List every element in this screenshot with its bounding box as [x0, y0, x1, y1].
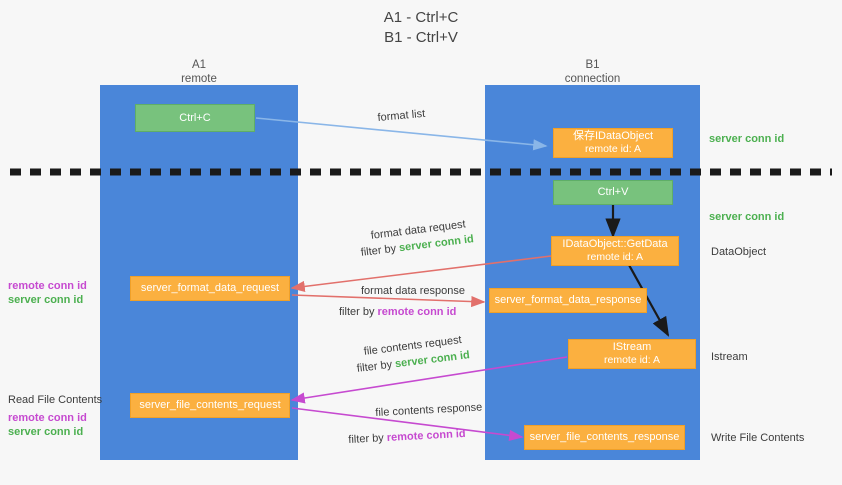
caption-format-data-response: format data response [361, 284, 465, 298]
caption-file-contents-response-filter-pre: filter by [348, 431, 388, 446]
node-ctrl-v[interactable]: Ctrl+V [553, 180, 673, 205]
caption-file-contents-response-filter: filter by remote conn id [348, 427, 466, 447]
right-label-dataobject: DataObject [711, 246, 767, 258]
node-idataobject-remote-id: remote id: A [584, 143, 642, 155]
node-istream[interactable]: IStream remote id: A [568, 339, 696, 369]
page-title: A1 - Ctrl+C B1 - Ctrl+V [0, 8, 842, 48]
right-label-server-conn-id-2: server conn id [709, 211, 785, 223]
node-server-format-data-request-label: server_format_data_request [140, 282, 280, 294]
node-server-file-contents-request-label: server_file_contents_request [139, 399, 281, 411]
caption-file-contents-response-filter-key: remote conn id [386, 427, 466, 444]
lane-b1-sub: connection [564, 73, 621, 85]
right-label-write-file-contents: Write File Contents [711, 432, 805, 444]
left-label-server-conn-id-2: server conn id [8, 426, 84, 438]
node-istream-label: IStream [612, 341, 652, 353]
right-label-server-conn-id-1: server conn id [709, 133, 785, 145]
caption-file-contents-response: file contents response [375, 400, 483, 420]
node-server-file-contents-response[interactable]: server_file_contents_response [524, 425, 685, 450]
left-label-remote-conn-id-1: remote conn id [8, 280, 87, 292]
caption-format-data-request-filter-pre: filter by [360, 242, 400, 259]
right-label-istream: Istream [711, 351, 748, 363]
left-label-server-conn-id-1: server conn id [8, 294, 84, 306]
caption-format-data-response-filter-pre: filter by [339, 306, 378, 318]
caption-file-contents-request-filter-pre: filter by [356, 358, 396, 375]
node-idataobject-label: 保存IDataObject [572, 130, 654, 142]
node-ctrl-c[interactable]: Ctrl+C [135, 104, 255, 132]
node-getdata-label: IDataObject::GetData [562, 238, 668, 250]
lane-b1-name: B1 [585, 59, 600, 71]
caption-file-contents-response-text: file contents response [375, 401, 483, 419]
title-line-2: B1 - Ctrl+V [384, 29, 458, 46]
left-label-read-file-contents: Read File Contents [8, 394, 103, 406]
node-server-format-data-response[interactable]: server_format_data_response [489, 288, 647, 313]
title-line-1: A1 - Ctrl+C [383, 9, 459, 26]
node-idataobject[interactable]: 保存IDataObject remote id: A [553, 128, 673, 158]
node-server-format-data-response-label: server_format_data_response [494, 294, 642, 306]
lane-a1-sub: remote [181, 73, 217, 85]
caption-format-list-text: format list [377, 107, 426, 124]
lane-header-a1: A1 remote [100, 58, 298, 86]
node-getdata-remote-id: remote id: A [586, 251, 644, 263]
left-label-remote-conn-id-2: remote conn id [8, 412, 87, 424]
node-server-file-contents-response-label: server_file_contents_response [529, 431, 680, 443]
node-server-format-data-request[interactable]: server_format_data_request [130, 276, 290, 301]
lane-a1-name: A1 [191, 59, 207, 71]
node-server-file-contents-request[interactable]: server_file_contents_request [130, 393, 290, 418]
caption-format-data-response-text: format data response [361, 285, 465, 297]
node-ctrl-v-label: Ctrl+V [597, 186, 629, 198]
node-ctrl-c-label: Ctrl+C [179, 111, 211, 124]
node-getdata[interactable]: IDataObject::GetData remote id: A [551, 236, 679, 266]
lane-header-b1: B1 connection [485, 58, 700, 86]
caption-format-list: format list [377, 107, 426, 125]
caption-format-data-response-filter-key: remote conn id [377, 306, 457, 318]
caption-format-data-response-filter: filter by remote conn id [339, 305, 456, 319]
node-istream-remote-id: remote id: A [603, 354, 661, 366]
